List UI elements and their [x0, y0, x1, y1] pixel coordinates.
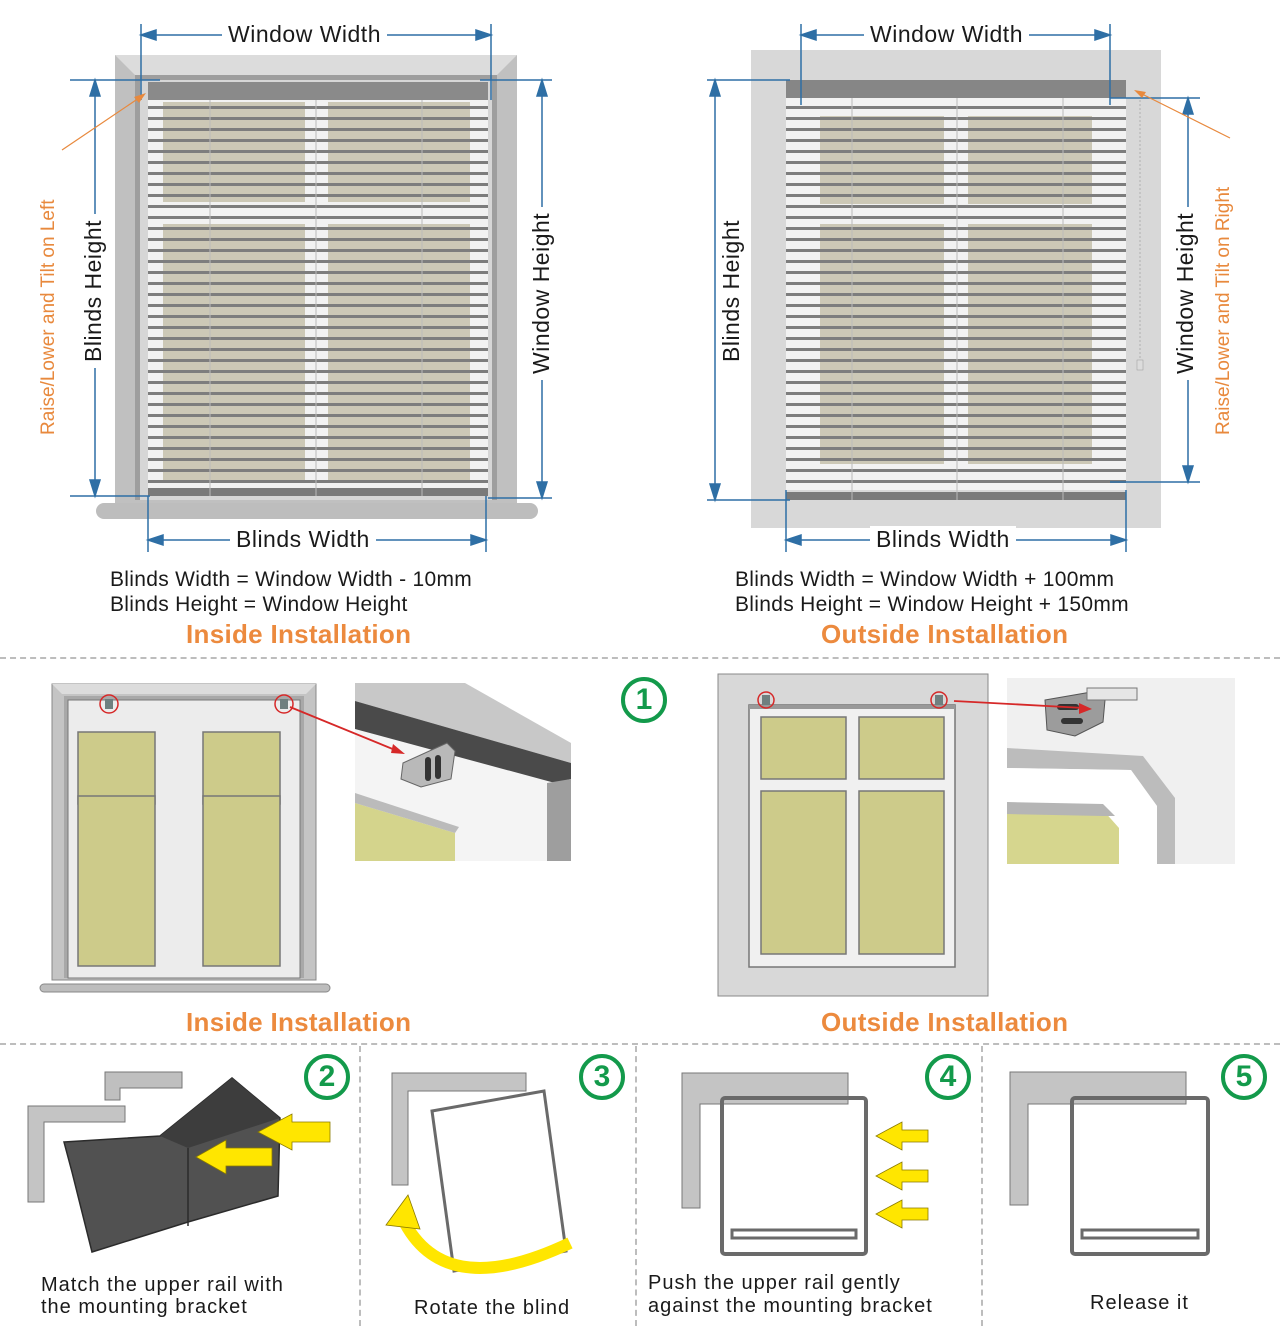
outside-mount-pointer-arrow [953, 700, 1092, 714]
section-divider-1 [0, 657, 1280, 659]
mounting-inside-title: Inside Installation [186, 1007, 412, 1037]
inside-window-height-label: Window Height [528, 206, 555, 380]
inside-window-width-label: Window Width [222, 21, 387, 48]
inside-installation-title: Inside Installation [186, 619, 412, 649]
step-3-rotate-drawing [385, 1072, 573, 1274]
outside-mount-detail-drawing [1007, 678, 1235, 864]
inside-mount-detail-drawing [355, 683, 571, 861]
step-divider-1 [359, 1046, 361, 1326]
step-3-caption-line-1: Rotate the blind [414, 1297, 571, 1319]
step-5-caption-line-1: Release it [1090, 1292, 1189, 1314]
step-5-release-drawing [1009, 1071, 1210, 1256]
outside-blinds-width-label: Blinds Width [870, 526, 1016, 553]
inside-blinds-width-label: Blinds Width [230, 526, 376, 553]
mounting-outside-title: Outside Installation [821, 1007, 1069, 1037]
step-2-rail-bracket-drawing [27, 1071, 331, 1253]
inside-blinds-height-label: Blinds Height [80, 213, 107, 368]
inside-control-side-note: Raise/Lower and Tilt on Left [38, 199, 59, 435]
step-divider-2 [635, 1046, 637, 1326]
step-2-badge: 2 [304, 1054, 350, 1100]
inside-height-formula: Blinds Height = Window Height [110, 593, 408, 616]
step-1-badge: 1 [621, 677, 667, 723]
step-5-badge: 5 [1221, 1054, 1267, 1100]
step-divider-3 [981, 1046, 983, 1326]
inside-mount-pointer-arrow [289, 706, 405, 754]
outside-mount-window-drawing [717, 673, 989, 997]
section-divider-2 [0, 1043, 1280, 1045]
outside-installation-title: Outside Installation [821, 619, 1069, 649]
step-3-badge: 3 [579, 1054, 625, 1100]
step-4-caption-line-1: Push the upper rail gently [648, 1272, 901, 1294]
outside-window-blind-drawing [707, 24, 1231, 552]
outside-width-formula: Blinds Width = Window Width + 100mm [735, 568, 1115, 591]
step-4-caption-line-2: against the mounting bracket [648, 1295, 933, 1317]
outside-blinds-height-label: Blinds Height [718, 213, 745, 368]
inside-width-formula: Blinds Width = Window Width - 10mm [110, 568, 473, 591]
outside-window-height-label: Window Height [1172, 206, 1199, 380]
inside-mount-window-drawing [39, 683, 331, 993]
outside-height-formula: Blinds Height = Window Height + 150mm [735, 593, 1129, 616]
inside-window-blind-drawing [61, 24, 552, 552]
step-4-push-drawing [681, 1072, 929, 1256]
step-4-badge: 4 [925, 1054, 971, 1100]
outside-control-side-note: Raise/Lower and Tilt on Right [1213, 186, 1234, 435]
step-2-caption-line-1: Match the upper rail with [41, 1274, 284, 1296]
step-2-caption-line-2: the mounting bracket [41, 1296, 248, 1318]
outside-window-width-label: Window Width [864, 21, 1029, 48]
